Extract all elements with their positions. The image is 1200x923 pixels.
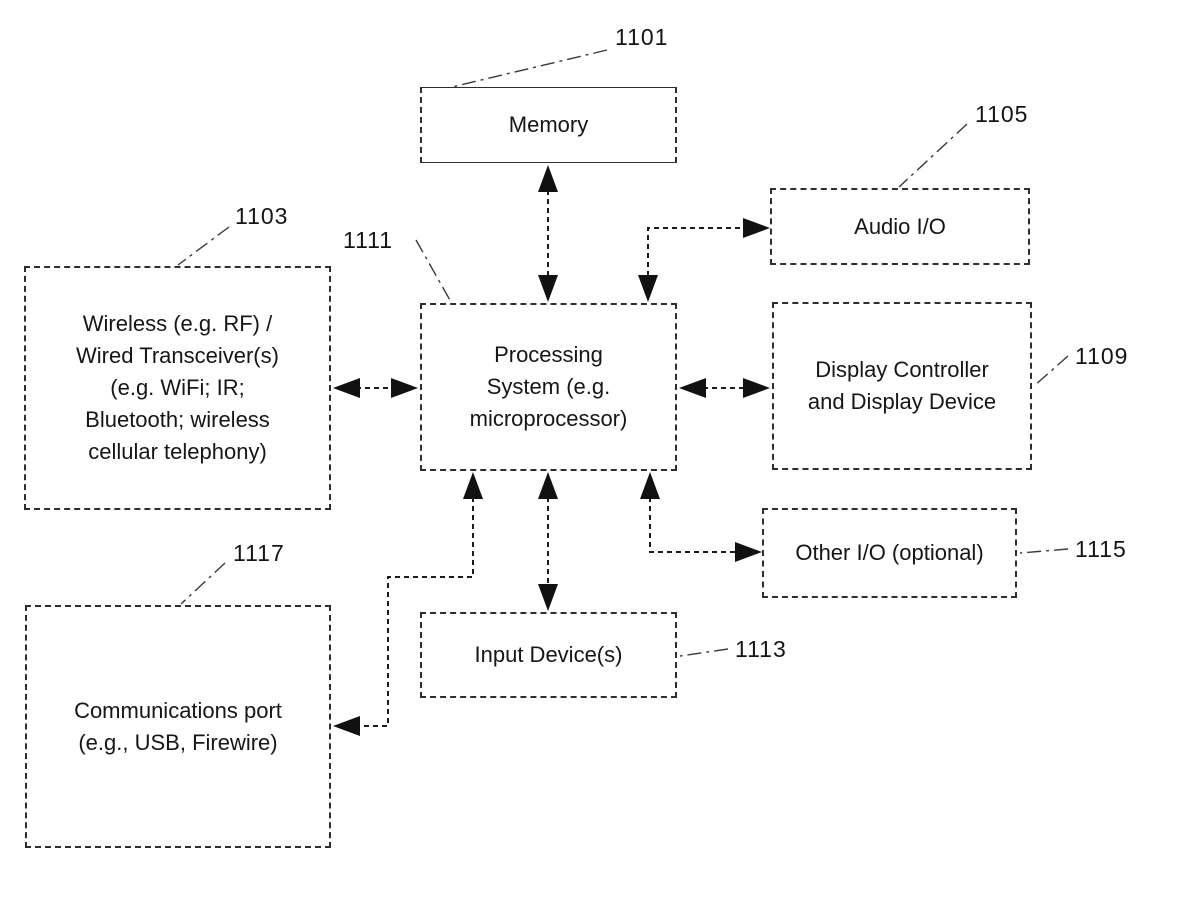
ref-label-audio-io: 1105 xyxy=(975,101,1029,127)
arrowhead-left-icon xyxy=(679,378,706,398)
arrowhead-right-icon xyxy=(735,542,762,562)
block-audio-io-label: Audio I/O xyxy=(854,213,946,239)
leader-1103 xyxy=(177,226,230,266)
block-wireless-wired-transceivers: Wireless (e.g. RF) / Wired Transceiver(s… xyxy=(24,266,331,510)
block-processing-system: Processing System (e.g. microprocessor) xyxy=(420,303,677,471)
arrowhead-left-icon xyxy=(333,378,360,398)
arrowhead-right-icon xyxy=(743,218,770,238)
block-display-controller-label: Display Controller and Display Device xyxy=(807,357,997,414)
block-other-io: Other I/O (optional) xyxy=(762,508,1017,598)
block-memory-label: Memory xyxy=(508,112,589,137)
block-audio-io: Audio I/O xyxy=(770,188,1030,265)
connector-wireless-processing xyxy=(333,378,418,398)
block-input-devices: Input Device(s) xyxy=(420,612,677,698)
block-other-io-label: Other I/O (optional) xyxy=(795,540,984,565)
ref-label-wireless: 1103 xyxy=(235,203,289,229)
leader-1115 xyxy=(1019,548,1069,554)
block-display-controller: Display Controller and Display Device xyxy=(772,302,1032,470)
arrowhead-down-icon xyxy=(638,275,658,302)
leader-1109 xyxy=(1033,355,1069,387)
block-communications-port-label: Communications port (e.g., USB, Firewire… xyxy=(74,697,282,755)
arrowhead-down-icon xyxy=(538,584,558,611)
ref-label-display: 1109 xyxy=(1075,343,1129,369)
ref-label-input-devices: 1113 xyxy=(735,636,787,662)
block-memory: Memory xyxy=(420,87,677,163)
ref-label-memory: 1101 xyxy=(615,24,669,50)
leader-1113 xyxy=(679,648,729,657)
arrowhead-right-icon xyxy=(391,378,418,398)
block-input-devices-label: Input Device(s) xyxy=(474,642,623,667)
arrowhead-down-icon xyxy=(538,275,558,302)
arrowhead-up-icon xyxy=(463,472,483,499)
arrowhead-up-icon xyxy=(538,472,558,499)
connector-processing-input xyxy=(538,472,558,611)
connector-processing-display xyxy=(679,378,770,398)
leader-lines xyxy=(177,49,1069,657)
leader-1117 xyxy=(180,562,226,605)
connector-processing-audio xyxy=(638,218,770,302)
arrowhead-left-icon xyxy=(333,716,360,736)
connector-memory-processing xyxy=(538,165,558,302)
leader-1105 xyxy=(898,123,968,188)
connector-processing-comms-port xyxy=(333,472,483,736)
ref-label-other-io: 1115 xyxy=(1075,536,1127,562)
leader-1111 xyxy=(415,239,452,303)
arrowhead-right-icon xyxy=(743,378,770,398)
leader-1101 xyxy=(451,49,608,88)
ref-label-processing: 1111 xyxy=(343,227,394,253)
arrowhead-up-icon xyxy=(640,472,660,499)
connector-processing-other-io xyxy=(640,472,762,562)
ref-label-comms-port: 1117 xyxy=(233,540,285,566)
arrowhead-up-icon xyxy=(538,165,558,192)
block-processing-system-label: Processing System (e.g. microprocessor) xyxy=(469,342,628,431)
block-wireless-wired-transceivers-label: Wireless (e.g. RF) / Wired Transceiver(s… xyxy=(76,311,279,464)
block-communications-port: Communications port (e.g., USB, Firewire… xyxy=(25,605,331,848)
